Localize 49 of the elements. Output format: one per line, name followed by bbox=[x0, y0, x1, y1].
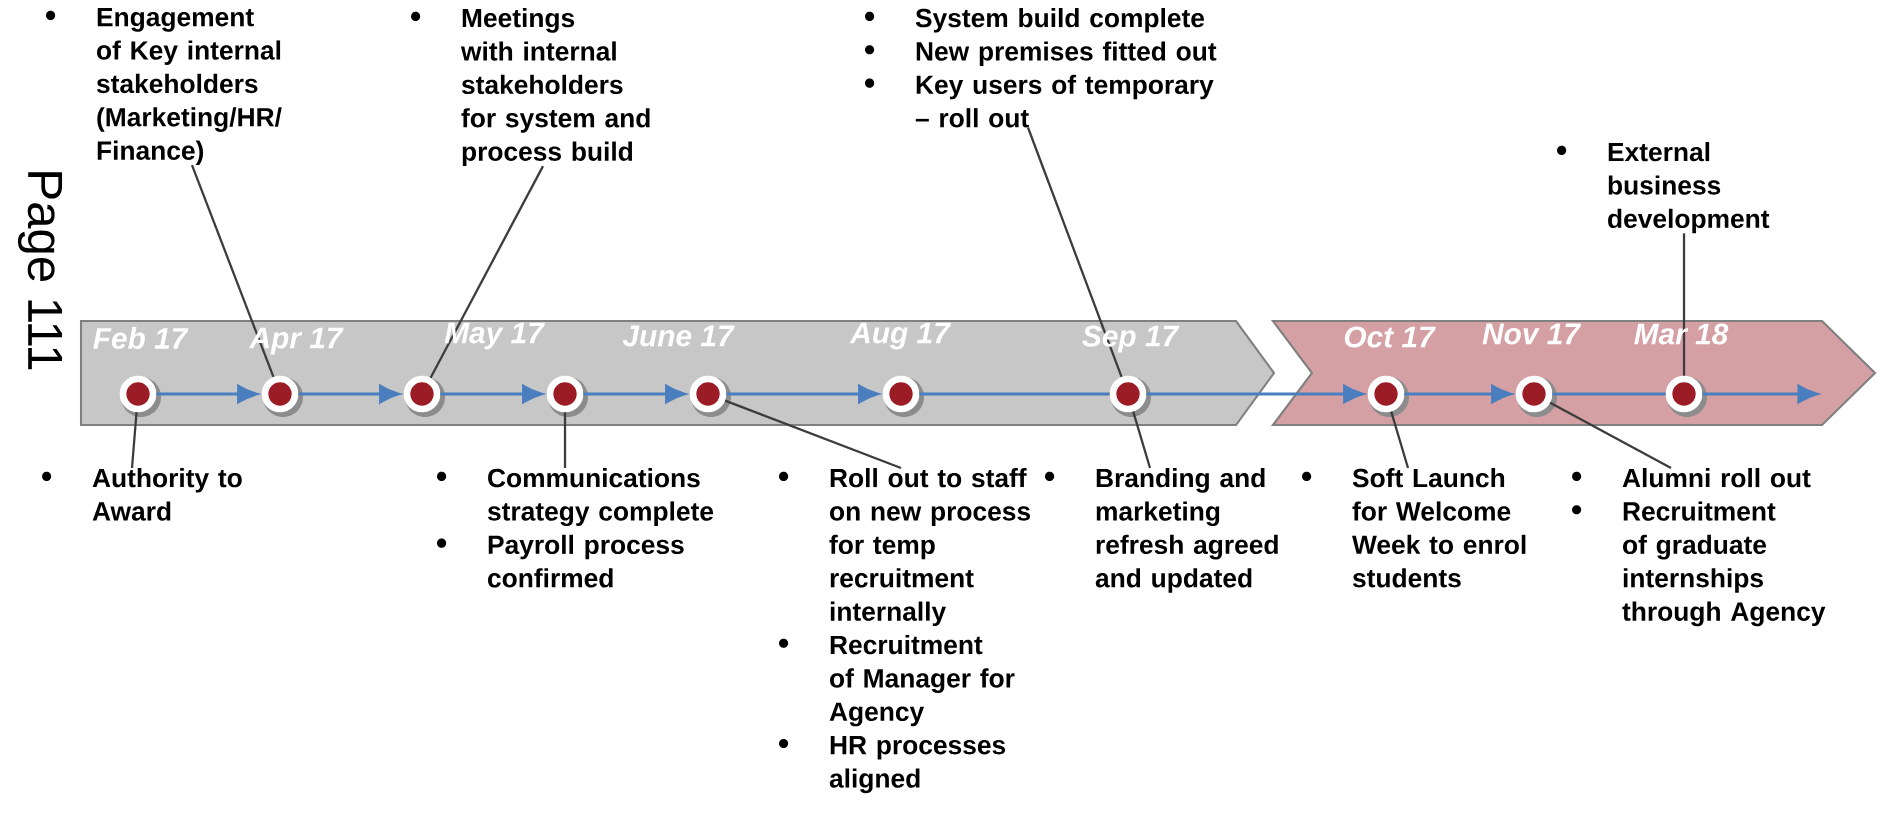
date-label: June 17 bbox=[622, 325, 735, 347]
arrow bbox=[1702, 384, 1819, 404]
bullet-item: Branding and marketing refresh agreed and updated bbox=[1045, 468, 1278, 593]
bullet-item: External business development bbox=[1557, 142, 1770, 234]
leader-line bbox=[563, 412, 567, 468]
leader-line bbox=[724, 399, 902, 470]
date-label: Feb 17 bbox=[93, 327, 189, 349]
bullet-item: Key users of temporary – roll out bbox=[865, 74, 1214, 128]
milestone-marker bbox=[882, 375, 924, 417]
bullet-item: New premises fitted out bbox=[865, 41, 1217, 66]
page-number: Page 111 bbox=[18, 172, 63, 370]
bullet-item: Meetings with internal stakeholders for system and process build bbox=[411, 8, 650, 167]
milestone-marker bbox=[1665, 375, 1707, 417]
bullet-item: HR processes aligned bbox=[779, 736, 1006, 794]
bullet-item: Alumni roll out bbox=[1572, 468, 1811, 488]
leader-line bbox=[190, 164, 275, 378]
leader-line bbox=[130, 412, 138, 469]
date-label: Oct 17 bbox=[1344, 326, 1436, 348]
leader-line bbox=[1026, 127, 1123, 378]
bullet-item: Recruitment of graduate internships through Agency bbox=[1572, 501, 1826, 627]
node-label: Branding and marketing refresh agreed and updated bbox=[1095, 468, 1278, 593]
leader-line bbox=[1549, 401, 1672, 469]
milestone-marker bbox=[546, 375, 588, 417]
bullet-item: Engagement of Key internal stakeholders (Marketing/HR/ Finance) bbox=[46, 8, 282, 166]
bullet-item: Recruitment of Manager for Agency bbox=[779, 634, 1015, 727]
node-label: Meetings with internal stakeholders for system and process build bbox=[460, 8, 650, 167]
milestone-marker bbox=[403, 375, 445, 417]
milestone-marker bbox=[1515, 375, 1557, 417]
milestone-marker bbox=[1367, 375, 1409, 417]
milestone-marker bbox=[261, 375, 303, 417]
milestone-marker bbox=[1109, 375, 1151, 417]
bullet-item: System build complete bbox=[865, 8, 1205, 33]
date-label: Nov 17 bbox=[1482, 323, 1582, 345]
bullet-item: Soft Launch for Welcome Week to enrol students bbox=[1302, 468, 1526, 588]
node-label: Soft Launch for Welcome Week to enrol students bbox=[1352, 468, 1526, 588]
milestone-marker bbox=[119, 375, 161, 417]
bullet-item: Payroll process confirmed bbox=[437, 534, 684, 588]
bullet-item: Roll out to staff on new process for temp recruitment internally bbox=[779, 468, 1030, 627]
milestone-marker bbox=[689, 375, 731, 417]
node-label: External business development bbox=[1608, 142, 1770, 234]
bullet-item: Authority to Award bbox=[42, 468, 242, 521]
leader-line bbox=[429, 165, 544, 379]
node-label: Authority to Award bbox=[92, 468, 242, 521]
bullet-item: Communications strategy complete bbox=[437, 468, 714, 527]
leader-line bbox=[1390, 411, 1410, 469]
node-label: Engagement of Key internal stakeholders (Marketing/HR/ Finance) bbox=[96, 8, 282, 166]
leader-line bbox=[1132, 411, 1152, 469]
leader-line bbox=[1682, 233, 1686, 376]
date-label: Aug 17 bbox=[849, 322, 951, 350]
